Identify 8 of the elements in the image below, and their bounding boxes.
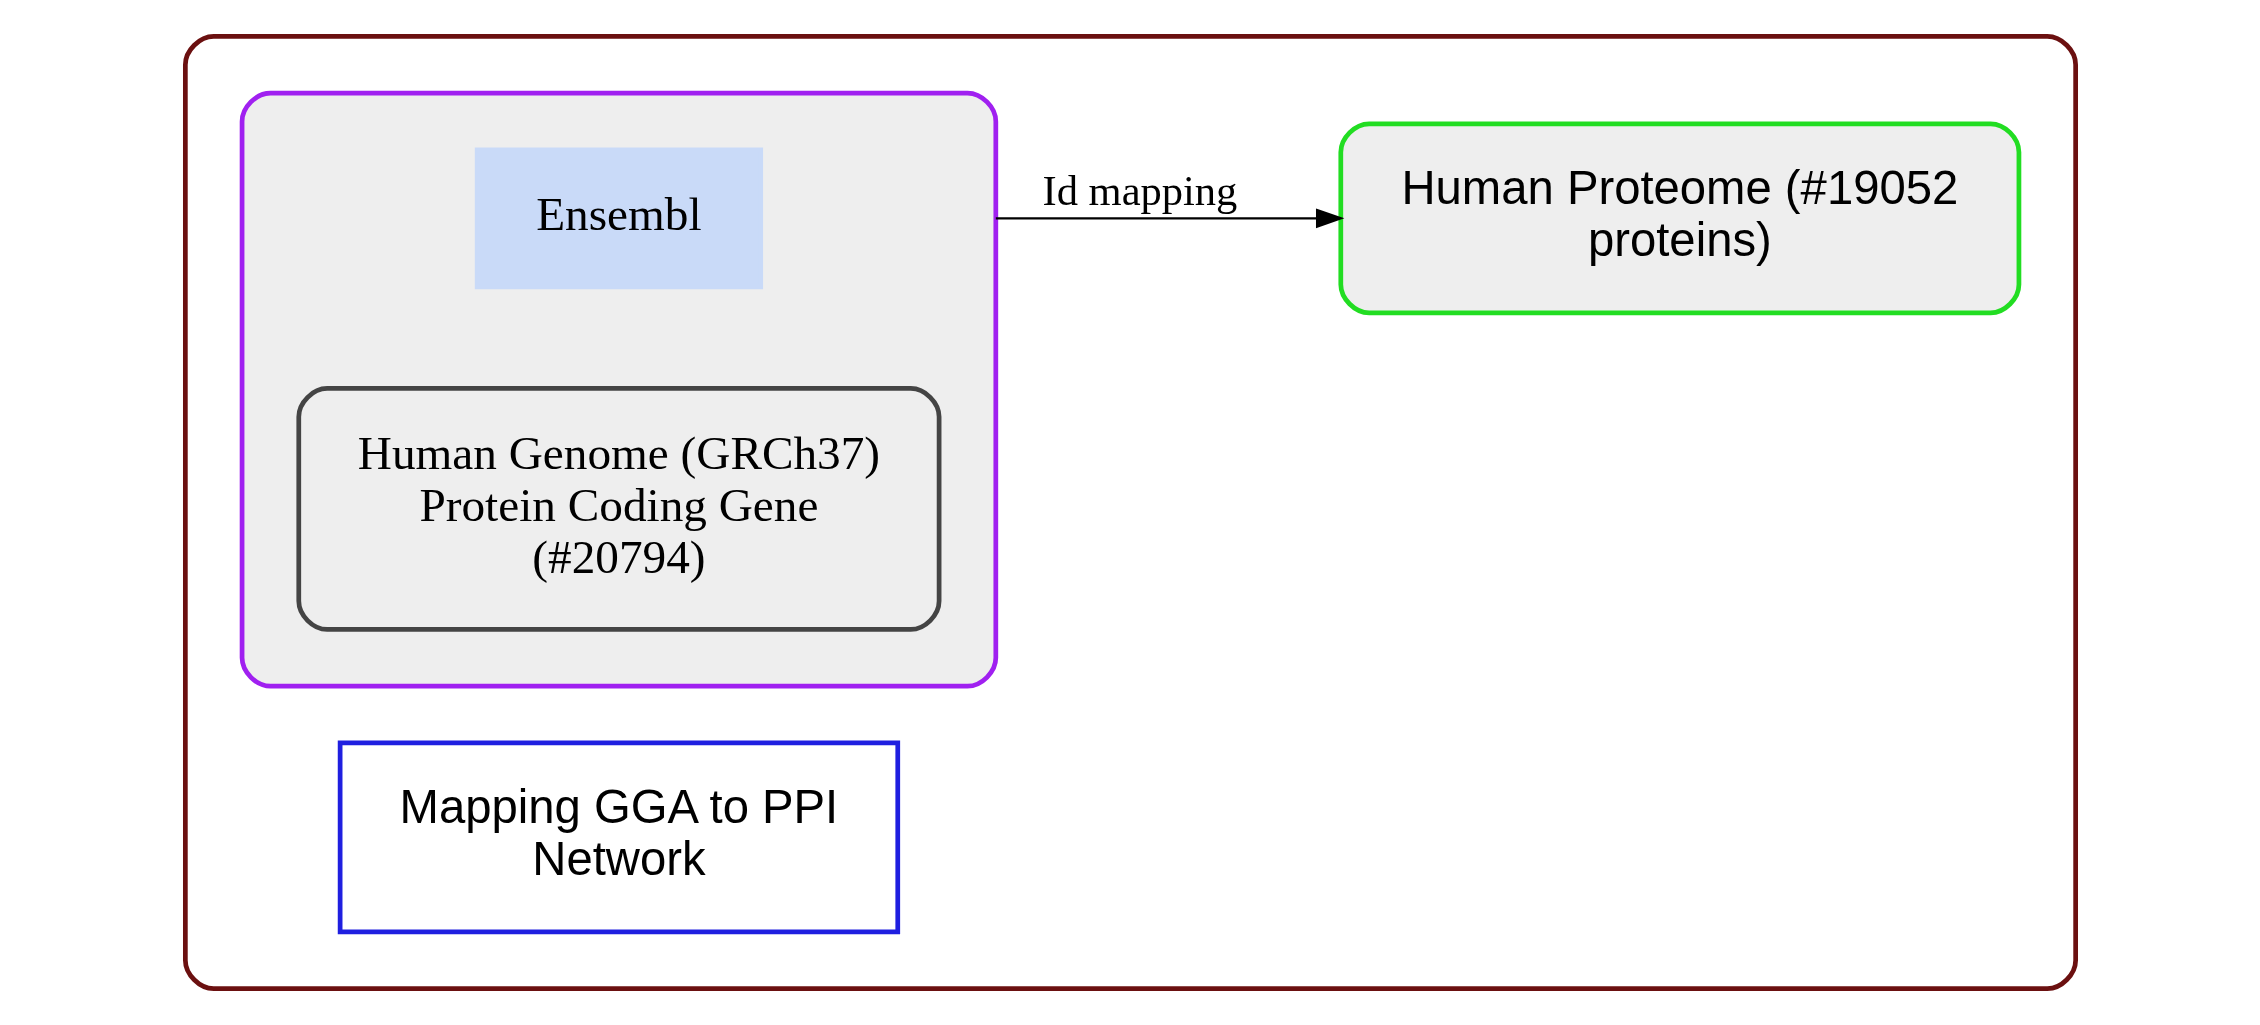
node-box: Human Genome (GRCh37) Protein Coding Gene (#20794) xyxy=(295,386,941,632)
edge-label: Id mapping xyxy=(1042,167,1237,215)
node-box: Ensembl xyxy=(474,147,763,290)
cluster xyxy=(182,34,2078,991)
node-box: Human Proteome (#19052 proteins) xyxy=(1337,121,2021,316)
node-box: Mapping GGA to PPI Network xyxy=(337,740,900,935)
cluster xyxy=(239,90,998,689)
arrow xyxy=(995,208,1344,229)
